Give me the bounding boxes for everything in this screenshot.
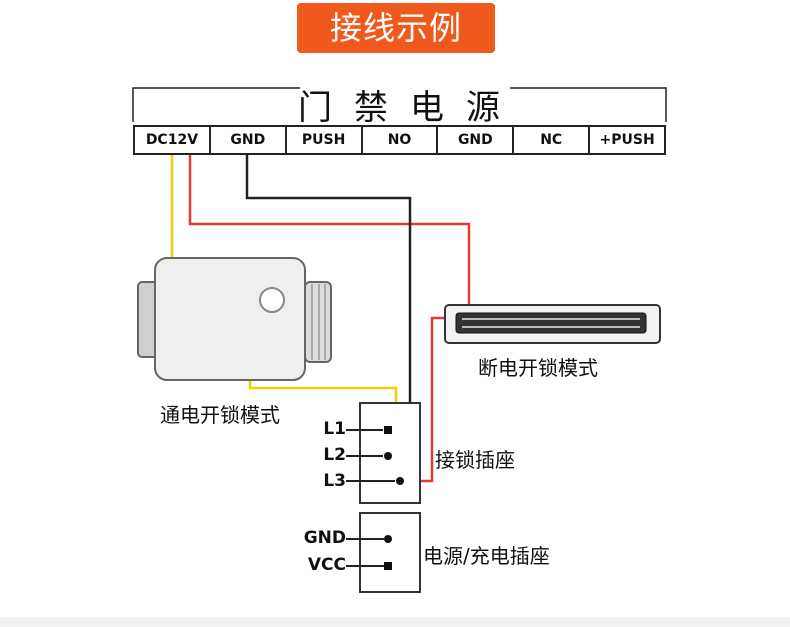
l3-round-pin <box>396 477 404 485</box>
wire-red-top <box>188 155 471 305</box>
power-charge-socket <box>346 512 421 593</box>
pin-label-l2: L2 <box>323 445 346 465</box>
terminal-dc12v: DC12V <box>135 127 211 153</box>
terminal-plus-push: +PUSH <box>599 132 655 148</box>
power-off-lock-device <box>444 304 661 344</box>
l1-square-pin <box>384 426 392 434</box>
terminal-push: PUSH <box>287 127 363 153</box>
pin-label-gnd: GND <box>303 528 346 548</box>
power-supply-title: 门禁电源 <box>298 88 522 128</box>
lock-socket <box>346 402 421 504</box>
pin-label-l3: L3 <box>323 471 346 491</box>
terminal-no: NO <box>363 127 439 153</box>
lock-socket-label: 接锁插座 <box>435 448 515 472</box>
power-off-lock-label: 断电开锁模式 <box>478 356 598 380</box>
terminal-gnd-1: GND <box>211 127 287 153</box>
power-on-lock-device <box>137 257 332 381</box>
l2-round-pin <box>384 452 392 460</box>
terminal-nc: NC <box>514 127 591 153</box>
terminal-strip: DC12V GND PUSH NO GND NC +PUSH <box>133 125 666 155</box>
bottom-bar <box>0 617 790 627</box>
power-on-lock-label: 通电开锁模式 <box>160 403 280 427</box>
title-badge: 接线示例 <box>297 3 495 53</box>
power-socket-label: 电源/充电插座 <box>423 544 550 568</box>
power-supply-bracket <box>132 87 667 122</box>
page-title: 接线示例 <box>329 9 462 47</box>
gnd-round-pin <box>384 535 392 543</box>
pin-label-vcc: VCC <box>307 555 346 575</box>
terminal-gnd-2: GND <box>438 127 515 153</box>
vcc-square-pin <box>384 562 392 570</box>
pin-label-l1: L1 <box>323 419 346 439</box>
